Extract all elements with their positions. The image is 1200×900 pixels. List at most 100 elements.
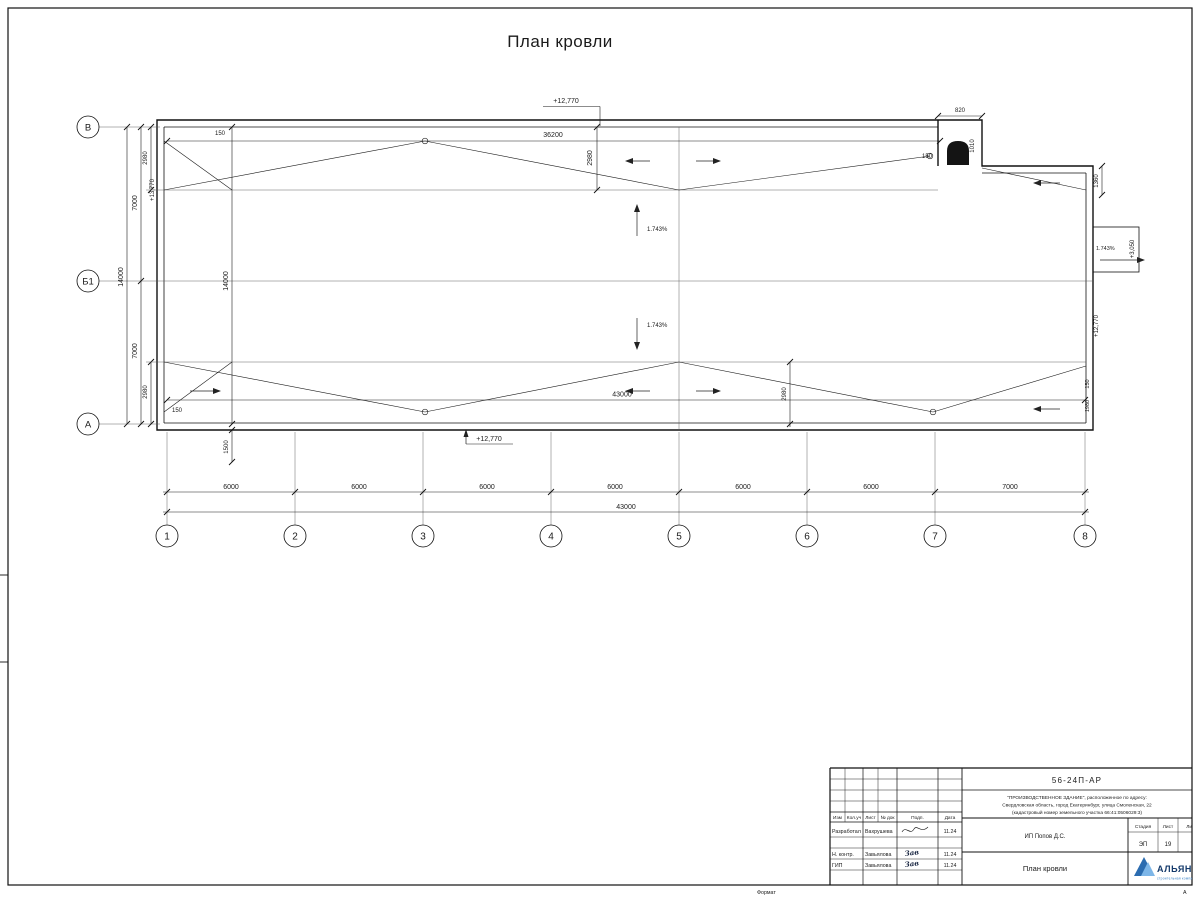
dim-14000: 14000 <box>118 267 125 287</box>
company-logo-icon <box>1141 862 1155 876</box>
elev-roof-bottom: +12,770 <box>476 436 502 443</box>
project-name: "ПРОИЗВОДСТВЕННОЕ ЗДАНИЕ", расположенное… <box>1007 795 1147 801</box>
dim-2980: 2980 <box>143 385 149 399</box>
row-ncontrol-name: Завьялова <box>865 852 891 858</box>
slope-label: 1.743% <box>647 323 668 329</box>
elev-roof-right: +12,770 <box>1094 314 1100 337</box>
dim-6000: 6000 <box>607 484 623 491</box>
axis-label-v: В <box>85 123 91 134</box>
dim-7000: 7000 <box>132 343 139 359</box>
axis-label-5: 5 <box>676 532 682 543</box>
dim-6000: 6000 <box>735 484 751 491</box>
axis-circle-a <box>76 412 100 436</box>
dim-2980-top: 2980 <box>587 150 594 166</box>
arrow-down-icon <box>634 342 640 350</box>
axis-circle-2 <box>283 524 307 548</box>
axis-lines <box>99 126 1093 525</box>
page-title: План кровли <box>507 32 613 51</box>
company-logo-text: АЛЬЯНС <box>1157 864 1199 874</box>
arrow-right-icon <box>213 388 221 394</box>
dimensions-inner: 43000 2980 150 +12,770 <box>163 358 1089 445</box>
building-outline <box>156 119 1140 431</box>
dimensions-bottom: 6000 6000 6000 6000 6000 6000 7000 43000 <box>163 484 1089 516</box>
sheet-number: 19 <box>1165 842 1172 848</box>
dim-7000: 7000 <box>132 195 139 211</box>
elev-parapet: +13,770 <box>150 178 156 201</box>
axis-label-a: А <box>85 420 92 431</box>
project-address: Свердловская область, город Екатеринбург… <box>1002 803 1152 809</box>
col-list: Лист <box>865 815 876 821</box>
stage-value: ЭП <box>1139 842 1148 848</box>
col-podp: Подп. <box>911 815 924 821</box>
sheet-label: Лист <box>1163 824 1174 830</box>
axis-label-8: 8 <box>1082 532 1088 543</box>
arrow-right-icon <box>713 158 721 164</box>
dim-150: 150 <box>172 408 183 414</box>
drain-funnel <box>421 408 429 416</box>
format-label: Формат <box>757 890 776 896</box>
dim-7000: 7000 <box>1002 484 1018 491</box>
row-gip-name: Завьялова <box>865 863 891 869</box>
col-izm: Изм <box>833 815 842 821</box>
elev-canopy: +3,050 <box>1130 239 1136 258</box>
arrow-left-icon <box>625 158 633 164</box>
drain-funnel <box>926 152 934 160</box>
row-gip-date: 11.24 <box>944 863 957 869</box>
arrow-left-icon <box>625 388 633 394</box>
canopy-outline <box>1092 226 1140 273</box>
axis-circle-3 <box>411 524 435 548</box>
axis-label-4: 4 <box>548 532 554 543</box>
row-developer-date: 11.24 <box>944 829 957 835</box>
signature-gip: Зав <box>904 858 920 869</box>
axis-circle-b1 <box>76 269 100 293</box>
arrow-up-icon <box>634 204 640 212</box>
axis-circle-6 <box>795 524 819 548</box>
dim-1360: 1360 <box>1094 174 1100 188</box>
dim-43000-total: 43000 <box>616 504 636 511</box>
axis-label-6: 6 <box>804 532 810 543</box>
format-value: А <box>1183 890 1187 896</box>
dim-1010: 1010 <box>970 139 976 153</box>
dim-1980: 1980 <box>1085 400 1091 412</box>
dim-2980: 2980 <box>782 387 788 401</box>
row-ncontrol-date: 11.24 <box>944 852 957 858</box>
col-data: Дата <box>945 815 956 821</box>
client-name: ИП Попов Д.С. <box>1024 834 1065 840</box>
col-koluch: Кол.уч <box>847 815 862 821</box>
drawing-title: План кровли <box>1023 864 1067 873</box>
dimensions-top: 36200 +12,770 2980 820 1010 150 150 <box>163 98 986 194</box>
row-developer-role: Разработал <box>832 829 861 835</box>
axis-circle-5 <box>667 524 691 548</box>
sheet-frame: Формат А <box>0 7 1193 896</box>
dim-150: 150 <box>215 131 226 137</box>
dim-36200: 36200 <box>543 132 563 139</box>
dim-6000: 6000 <box>351 484 367 491</box>
signature-developer <box>901 826 929 833</box>
arrow-left-icon <box>1033 406 1041 412</box>
doc-number: 56-24П-АР <box>1052 776 1102 785</box>
dim-2980: 2980 <box>143 151 149 165</box>
dim-6000: 6000 <box>479 484 495 491</box>
arrow-left-icon <box>1033 180 1041 186</box>
axis-circle-8 <box>1073 524 1097 548</box>
axis-circle-v <box>76 115 100 139</box>
arrow-up-icon <box>463 429 469 437</box>
axis-label-b1: Б1 <box>82 277 94 288</box>
dim-1500: 1500 <box>224 440 230 454</box>
axis-label-3: 3 <box>420 532 426 543</box>
title-block: 56-24П-АР "ПРОИЗВОДСТВЕННОЕ ЗДАНИЕ", рас… <box>829 767 1200 885</box>
company-logo-subtext: строительная компания <box>1157 877 1199 881</box>
sheets-label: Листов <box>1186 824 1200 830</box>
dim-150: 150 <box>1085 379 1091 388</box>
slope-label: 1.743% <box>1096 246 1115 252</box>
dim-43000-inner: 43000 <box>612 392 632 399</box>
axis-circle-1 <box>155 524 179 548</box>
axis-markers: В Б1 А 1 2 3 4 5 6 7 8 <box>76 115 1097 548</box>
row-ncontrol-role: Н. контр. <box>832 852 854 858</box>
dim-6000: 6000 <box>223 484 239 491</box>
dim-820: 820 <box>955 108 966 114</box>
slope-arrows: 1.743% 1.743% 1.743% <box>190 158 1145 412</box>
dimensions-right: 1360 +3,050 +12,770 150 1980 <box>1085 162 1136 412</box>
